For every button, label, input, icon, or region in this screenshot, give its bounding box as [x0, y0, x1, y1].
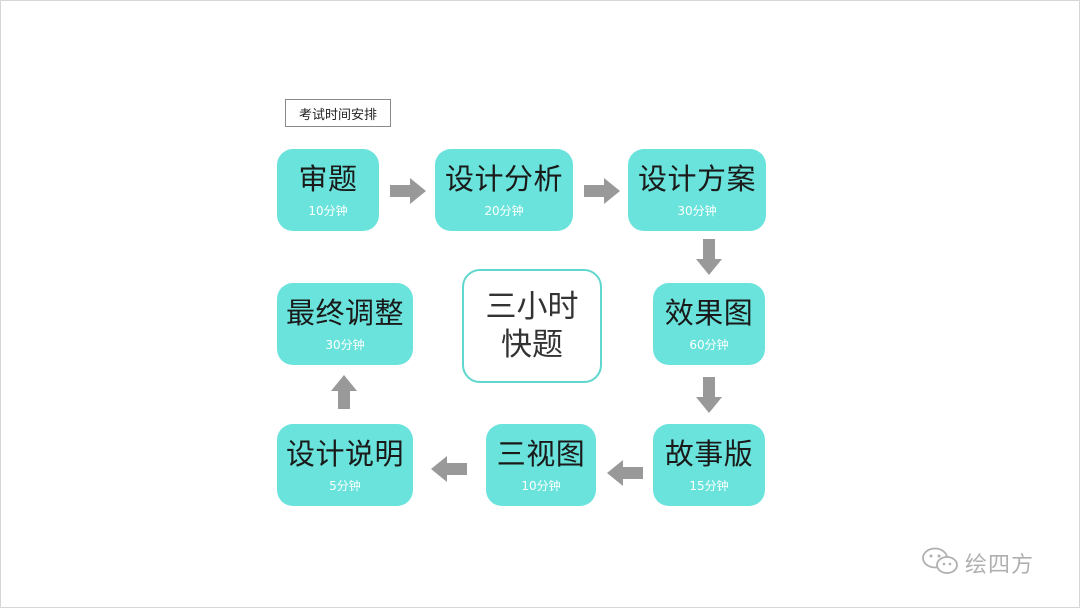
step-time: 10分钟 [308, 204, 348, 218]
arrow-right-icon [390, 178, 426, 204]
step-name: 三视图 [496, 437, 586, 471]
step-time: 15分钟 [689, 479, 729, 493]
arrow-right-icon [584, 178, 620, 204]
step-final-adjustment: 最终调整 30分钟 [277, 283, 413, 365]
step-time: 20分钟 [484, 204, 524, 218]
step-time: 60分钟 [689, 338, 729, 352]
arrow-up-icon [331, 375, 357, 409]
step-storyboard: 故事版 15分钟 [653, 424, 765, 506]
step-name: 设计说明 [285, 437, 404, 471]
step-rendering: 效果图 60分钟 [653, 283, 765, 365]
watermark: 绘四方 [921, 547, 1035, 579]
arrow-left-icon [607, 460, 643, 486]
step-time: 5分钟 [329, 479, 361, 493]
step-name: 设计分析 [444, 162, 563, 196]
step-name: 故事版 [664, 437, 754, 471]
step-review: 审题 10分钟 [277, 149, 379, 231]
center-line-2: 快题 [501, 327, 563, 363]
step-name: 最终调整 [285, 296, 404, 330]
arrow-left-icon [431, 456, 467, 482]
step-design-description: 设计说明 5分钟 [277, 424, 413, 506]
step-time: 10分钟 [521, 479, 561, 493]
center-line-1: 三小时 [485, 289, 579, 325]
center-label: 三小时 快题 [462, 269, 602, 383]
watermark-text: 绘四方 [965, 553, 1035, 578]
schedule-title: 考试时间安排 [285, 99, 391, 127]
step-name: 审题 [298, 162, 358, 196]
step-time: 30分钟 [325, 338, 365, 352]
step-design-analysis: 设计分析 20分钟 [435, 149, 573, 231]
wechat-icon [921, 547, 959, 579]
arrow-down-icon [696, 377, 722, 413]
arrow-down-icon [696, 239, 722, 275]
step-three-views: 三视图 10分钟 [486, 424, 596, 506]
step-name: 效果图 [664, 296, 754, 330]
step-name: 设计方案 [637, 162, 756, 196]
step-time: 30分钟 [677, 204, 717, 218]
step-design-scheme: 设计方案 30分钟 [628, 149, 766, 231]
